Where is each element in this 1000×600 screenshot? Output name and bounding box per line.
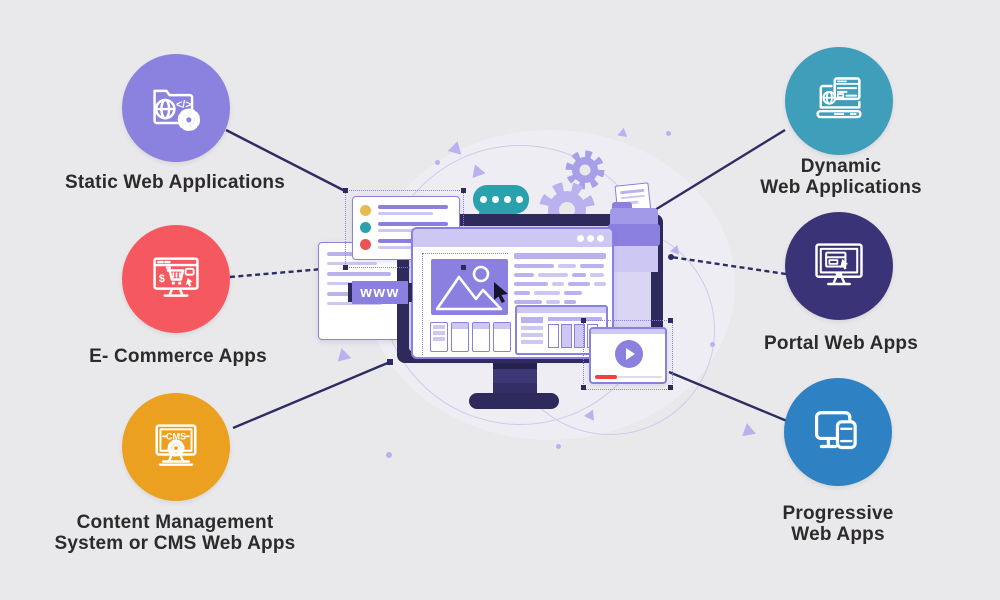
svg-text:CMS: CMS <box>166 432 186 442</box>
dot-decor <box>435 160 440 165</box>
video-window-dotted-frame <box>583 320 673 390</box>
text-line <box>514 253 606 259</box>
list-item <box>360 205 452 216</box>
monitor-base <box>469 393 559 409</box>
frame-corner <box>461 188 466 193</box>
monitor-stand <box>493 363 537 396</box>
node-static-circle: </> <box>122 54 230 162</box>
video-progress-track <box>618 376 662 378</box>
svg-text:</>: </> <box>176 99 191 111</box>
dot-decor <box>556 444 561 449</box>
article-text-block <box>514 253 608 304</box>
text-row <box>514 282 608 286</box>
monitor-browser-cursor-icon <box>815 243 863 286</box>
status-dot-teal <box>360 222 371 233</box>
video-player-window <box>589 327 667 384</box>
label-line: Web Applications <box>760 177 922 198</box>
text-row <box>514 300 608 304</box>
grid-cell <box>430 322 448 352</box>
connector-endpoint-dot <box>668 254 674 260</box>
label-line: Web Apps <box>791 524 885 545</box>
connector-progressive <box>668 370 788 423</box>
status-dot-red <box>360 239 371 250</box>
window-dot <box>587 235 594 242</box>
frame-corner <box>343 188 348 193</box>
monitor-cms-gear-icon: CMS <box>155 424 197 466</box>
dotted-guide <box>422 253 508 254</box>
label-cms-web-apps: Content Management System or CMS Web App… <box>25 512 325 554</box>
node-dynamic-circle <box>785 47 893 155</box>
dot-decor <box>386 452 392 458</box>
www-label: www <box>360 284 400 301</box>
folder-front <box>608 224 660 246</box>
dot-decor <box>710 342 715 347</box>
window-dot <box>597 235 604 242</box>
node-portal-circle <box>785 212 893 320</box>
list-item <box>360 222 452 233</box>
thumbnail-grid <box>430 322 511 352</box>
grid-cell <box>472 322 490 352</box>
cursor-icon <box>494 282 508 303</box>
frame-corner <box>581 318 586 323</box>
window-dot <box>577 235 584 242</box>
label-line: Dynamic <box>800 156 882 177</box>
connector-endpoint-square <box>387 359 393 365</box>
play-button-icon <box>615 340 643 368</box>
laptop-browser-icon <box>816 77 862 119</box>
label-ecommerce-apps: E- Commerce Apps <box>28 346 328 367</box>
label-static-web-applications: Static Web Applications <box>25 172 325 193</box>
browser-titlebar <box>413 229 612 247</box>
connector-dynamic <box>649 128 786 215</box>
text-row <box>514 273 608 277</box>
dot-decor <box>666 131 671 136</box>
text-line <box>327 262 377 265</box>
frame-corner <box>668 385 673 390</box>
folder-tab <box>612 202 632 212</box>
label-line: Portal Web Apps <box>764 333 918 354</box>
label-line: E- Commerce Apps <box>89 346 267 367</box>
text-line <box>327 272 391 276</box>
frame-corner <box>343 265 348 270</box>
panel-header <box>517 307 606 313</box>
grid-cell <box>493 322 511 352</box>
label-line: Progressive <box>782 503 894 524</box>
label-line: Content Management <box>76 512 274 533</box>
svg-text:$: $ <box>159 273 165 285</box>
text-row <box>514 291 608 295</box>
gear-small-icon <box>565 150 605 190</box>
frame-corner <box>461 265 466 270</box>
label-portal-web-apps: Portal Web Apps <box>691 333 991 354</box>
connector-portal <box>670 255 787 276</box>
video-progress-bar <box>595 375 617 379</box>
connector-static <box>225 128 346 193</box>
frame-corner <box>581 385 586 390</box>
video-titlebar <box>591 329 665 334</box>
label-dynamic-web-applications: Dynamic Web Applications <box>691 156 991 198</box>
monitor-shopping-cart-icon: $ <box>153 257 199 297</box>
node-cms-circle: CMS <box>122 393 230 501</box>
text-row <box>514 264 608 268</box>
www-ribbon: www <box>348 281 412 304</box>
label-line: System or CMS Web Apps <box>54 533 296 554</box>
chat-bubble-icon <box>473 185 529 214</box>
panel-sidebar <box>521 317 543 348</box>
status-dot-yellow <box>360 205 371 216</box>
dotted-guide <box>422 253 423 355</box>
node-progressive-circle <box>784 378 892 486</box>
browser-window <box>411 227 614 359</box>
frame-corner <box>668 318 673 323</box>
grid-cell <box>451 322 469 352</box>
connector-cms <box>232 360 391 430</box>
folder-globe-code-gear-icon: </> <box>153 89 201 132</box>
label-progressive-web-apps: Progressive Web Apps <box>688 503 988 545</box>
node-ecommerce-circle: $ <box>122 225 230 333</box>
desktop-mobile-icon <box>814 411 857 450</box>
label-line: Static Web Applications <box>65 172 285 193</box>
